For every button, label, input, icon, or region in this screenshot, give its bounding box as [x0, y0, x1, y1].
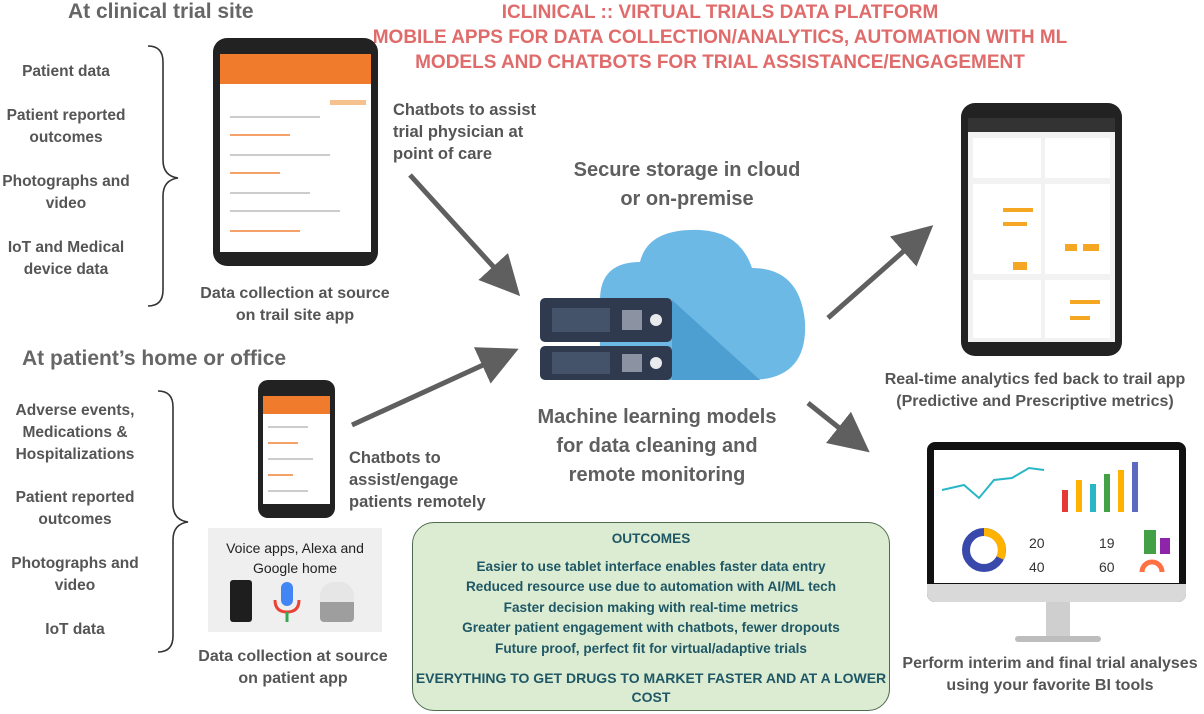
- clinical-site-heading: At clinical trial site: [68, 0, 254, 23]
- outcome-item: Reduced resource use due to automation w…: [465, 579, 837, 594]
- home-item-pro: Patient reported outcomes: [15, 489, 135, 528]
- home-caption: Data collection at source on patient app: [198, 648, 388, 687]
- monitor-base: [1015, 636, 1101, 642]
- outcome-item: Faster decision making with real-time me…: [503, 599, 799, 615]
- analytics-tablet-image: [961, 103, 1122, 356]
- arrow-phone-to-cloud: [350, 347, 519, 428]
- arrow-tablet-to-cloud: [408, 173, 521, 297]
- title-line-3: MODELS AND CHATBOTS FOR TRIAL ASSISTANCE…: [415, 52, 1025, 73]
- svg-text:20: 20: [1029, 535, 1045, 551]
- clinical-caption: Data collection at source on trail site …: [200, 285, 390, 324]
- outcomes-panel: OUTCOMES Easier to use tablet interface …: [412, 522, 890, 711]
- title-line-1: ICLINICAL :: VIRTUAL TRIALS DATA PLATFOR…: [501, 2, 939, 23]
- clinical-item-iot: IoT and Medical device data: [7, 239, 125, 278]
- analytics-caption: Real-time analytics fed back to trail ap…: [884, 371, 1186, 410]
- monitor-stand: [1046, 602, 1070, 638]
- svg-text:60: 60: [1099, 559, 1115, 575]
- page-title: ICLINICAL :: VIRTUAL TRIALS DATA PLATFOR…: [360, 0, 1080, 75]
- bi-caption: Perform interim and final trial analyses…: [902, 655, 1198, 694]
- outcome-item: Greater patient engagement with chatbots…: [462, 620, 840, 635]
- google-home-icon: [320, 582, 354, 622]
- voice-apps-panel: Voice apps, Alexa and Google home: [208, 528, 382, 632]
- patient-phone-image: [258, 380, 335, 518]
- outcome-item: Future proof, perfect fit for virtual/ad…: [495, 640, 807, 656]
- home-brace: [157, 390, 189, 653]
- alexa-echo-icon: [230, 580, 252, 622]
- home-item-adverse: Adverse events, Medications & Hospitaliz…: [15, 402, 135, 463]
- title-line-2: MOBILE APPS FOR DATA COLLECTION/ANALYTIC…: [372, 27, 1068, 48]
- patient-home-heading: At patient’s home or office: [22, 347, 287, 370]
- voice-apps-label: Voice apps, Alexa and Google home: [226, 540, 364, 576]
- clinical-brace: [147, 45, 179, 307]
- arrow-cloud-to-bi: [806, 401, 870, 453]
- clinical-item-pro: Patient reported outcomes: [6, 107, 126, 146]
- cloud-icon: [600, 229, 806, 380]
- svg-text:40: 40: [1029, 559, 1045, 575]
- arrow-cloud-to-analytics: [826, 225, 934, 320]
- home-chatbot-label: Chatbots to assist/engage patients remot…: [349, 449, 486, 511]
- svg-text:19: 19: [1099, 535, 1115, 551]
- outcomes-heading: OUTCOMES: [611, 531, 691, 546]
- home-item-iot: IoT data: [45, 621, 105, 638]
- clinical-chatbot-label: Chatbots to assist trial physician at po…: [393, 101, 537, 163]
- outcome-item: Easier to use tablet interface enables f…: [476, 558, 826, 574]
- google-mic-icon: [273, 582, 301, 622]
- outcomes-footer: EVERYTHING TO GET DRUGS TO MARKET FASTER…: [415, 670, 887, 705]
- storage-label: Secure storage in cloud or on-premise: [573, 159, 801, 210]
- bi-monitor-image: 20 40 19 60: [927, 442, 1186, 602]
- home-item-photos: Photographs and video: [11, 555, 139, 594]
- clinical-item-patient-data: Patient data: [22, 63, 110, 80]
- clinical-item-photos: Photographs and video: [2, 173, 130, 212]
- ml-label: Machine learning models for data cleanin…: [537, 406, 777, 486]
- clinical-tablet-image: [213, 38, 378, 266]
- server-icon: [540, 298, 672, 380]
